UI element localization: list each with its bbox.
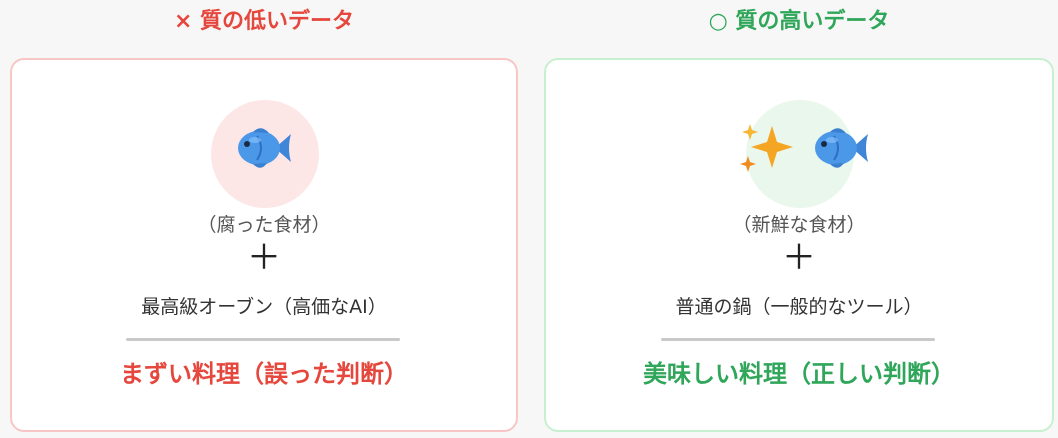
fish-icon [815,128,868,168]
low-quality-heading: × 質の低いデータ [173,9,355,34]
high-quality-heading: ○ 質の高いデータ [708,9,890,34]
divider [126,338,400,341]
plus-sign: ＋ [782,238,816,278]
low-quality-panel: （腐った食材） ＋ 最高級オーブン（高価なAI） まずい料理（誤った判断） [10,58,518,432]
high-quality-panel: （新鮮な食材） ＋ 普通の鍋（一般的なツール） 美味しい料理（正しい判断） [544,58,1054,432]
result-label: まずい料理（誤った判断） [120,360,408,388]
ingredient-icons [12,118,516,178]
result-label: 美味しい料理（正しい判断） [643,360,955,388]
ingredient-label: （新鮮な食材） [732,214,866,236]
ingredient-label: （腐った食材） [197,214,331,236]
divider [661,338,935,341]
fish-icon [238,128,291,168]
tool-label: 普通の鍋（一般的なツール） [675,296,923,318]
sparkles-icon [740,124,793,172]
ingredient-icons [556,118,1052,178]
plus-sign: ＋ [247,238,281,278]
tool-label: 最高級オーブン（高価なAI） [141,296,387,318]
